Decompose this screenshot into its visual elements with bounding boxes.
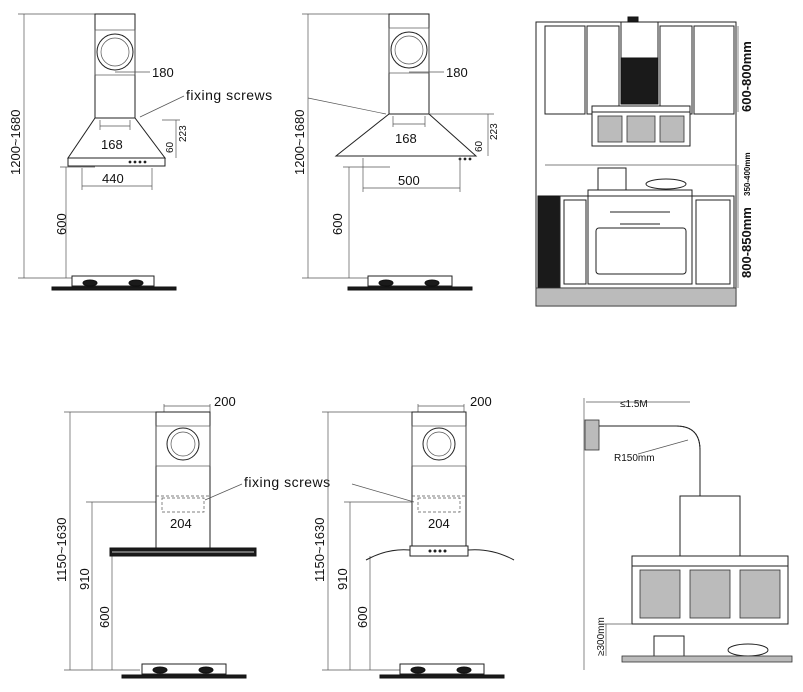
upper-range-label: 600-800mm	[739, 41, 754, 112]
upper-cabinet	[586, 25, 620, 115]
upper-cabinet	[659, 25, 693, 115]
diagram-kitchen-elevation: 600-800mm 350-400mm 800-850mm	[535, 16, 754, 307]
bracket-width-label: 204	[170, 516, 192, 531]
bend-radius-label: R150mm	[614, 453, 655, 464]
cooktop	[399, 663, 485, 675]
min-height-label: ≥300mm	[596, 617, 607, 656]
svg-text:223: 223	[178, 125, 189, 142]
clearance-label: 600	[97, 606, 112, 628]
svg-text:500: 500	[398, 173, 420, 188]
diagram-pyramid-hood-440: 180 168 60 223 440 fixing screws 1200~16…	[8, 13, 273, 291]
chimney	[411, 411, 467, 549]
svg-text:910: 910	[335, 568, 350, 590]
counter-top	[347, 286, 473, 291]
duct-outlet	[166, 427, 200, 461]
pot	[597, 167, 627, 191]
burner-left	[82, 279, 98, 287]
fixing-screws-label: fixing screws	[244, 474, 331, 490]
svg-text:223: 223	[489, 123, 500, 140]
upper-cabinet	[693, 25, 735, 115]
fixing-screws-label: fixing screws	[186, 87, 273, 103]
grease-filter	[639, 569, 681, 619]
svg-text:60: 60	[165, 141, 176, 153]
side-panel	[537, 195, 561, 289]
hood-bottom	[67, 157, 166, 167]
cooktop	[587, 189, 693, 197]
curved-glass-left	[365, 549, 411, 561]
grease-filter	[689, 569, 731, 619]
fixing-screws-pointer	[139, 95, 185, 118]
diagram-flat-hood: 200 204 fixing screws 1150~1630 910 600	[54, 394, 331, 679]
duct-outlet	[422, 427, 456, 461]
svg-text:1150~1630: 1150~1630	[312, 518, 327, 582]
wall-vent	[584, 419, 600, 451]
svg-text:600: 600	[355, 606, 370, 628]
duct-width-label: 180	[152, 65, 174, 80]
counter-top	[621, 655, 793, 663]
hood-width-label: 440	[102, 171, 124, 186]
curved-glass-right	[467, 549, 515, 561]
svg-text:60: 60	[474, 140, 485, 152]
duct-width-label: 200	[214, 394, 236, 409]
duct-length-label: ≤1.5M	[620, 399, 648, 410]
fixing-screws-pointer	[351, 483, 415, 503]
svg-text:204: 204	[428, 516, 450, 531]
pan	[727, 643, 769, 657]
counter-top	[121, 674, 247, 679]
cooktop	[367, 275, 453, 287]
counter-top	[379, 674, 505, 679]
hood-chimney	[679, 495, 741, 557]
middle-range-label: 350-400mm	[743, 152, 752, 196]
height-range-label: 1150~1630	[54, 518, 69, 582]
bracket-width-label: 168	[101, 137, 123, 152]
diagram-ducting: ≤1.5M R150mm ≥300mm	[583, 398, 793, 670]
svg-text:600: 600	[330, 213, 345, 235]
cooktop	[141, 663, 227, 675]
floor-plinth	[535, 287, 737, 307]
svg-text:168: 168	[395, 131, 417, 146]
cooktop	[71, 275, 155, 287]
svg-text:180: 180	[446, 65, 468, 80]
height-range-label: 1200~1680	[8, 110, 23, 175]
burner-right	[128, 279, 144, 287]
diagram-curved-glass-hood: 200 204 1150~1630 910 600	[312, 394, 515, 679]
upper-cabinet	[544, 25, 586, 115]
svg-text:1200~1680: 1200~1680	[292, 110, 307, 175]
dim-910-label: 910	[77, 568, 92, 590]
duct-outlet	[96, 33, 134, 71]
grease-filter	[739, 569, 781, 619]
lower-range-label: 800-850mm	[739, 207, 754, 278]
pan	[645, 178, 687, 190]
fixing-screws-pointer	[307, 97, 387, 115]
clearance-label: 600	[54, 213, 69, 235]
pot	[653, 635, 685, 659]
oven-window	[595, 227, 687, 275]
chimney	[155, 411, 211, 549]
svg-text:200: 200	[470, 394, 492, 409]
duct-outlet	[390, 31, 428, 69]
diagram-pyramid-hood-500: 180 168 60 223 500 1200~1680 600	[292, 13, 500, 291]
hood-chimney	[620, 57, 659, 105]
counter-top	[51, 286, 177, 291]
